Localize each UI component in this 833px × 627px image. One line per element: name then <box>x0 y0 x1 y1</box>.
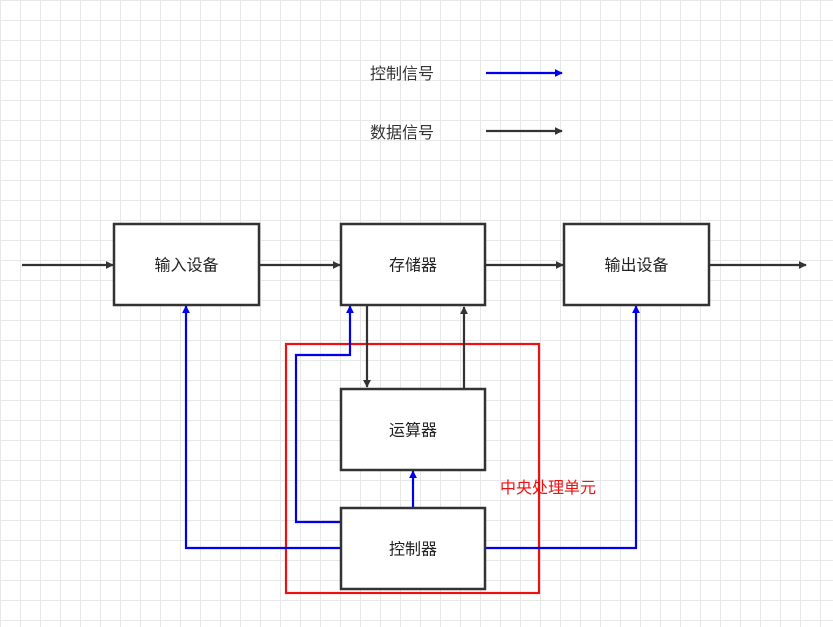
controller-to-memory-arrow <box>294 305 354 524</box>
memory-box: 存储器 <box>339 222 487 307</box>
output-device-label: 输出设备 <box>604 256 668 275</box>
controller-to-input-arrow <box>182 305 341 550</box>
control-flow-arrows <box>182 305 640 550</box>
controller-box: 控制器 <box>339 506 487 591</box>
output-device-box: 输出设备 <box>562 222 711 307</box>
input-device-label: 输入设备 <box>154 256 218 275</box>
cpu-label: 中央处理单元 <box>500 478 596 497</box>
data-flow-arrows <box>22 261 807 388</box>
legend-control-label: 控制信号 <box>370 64 434 83</box>
alu-label: 运算器 <box>389 421 437 440</box>
controller-to-output-arrow <box>486 305 640 550</box>
controller-label: 控制器 <box>389 540 437 559</box>
cpu-boundary <box>284 342 541 595</box>
memory-label: 存储器 <box>389 256 437 275</box>
input-device-box: 输入设备 <box>112 222 261 307</box>
legend-data-label: 数据信号 <box>370 123 434 142</box>
legend: 控制信号 数据信号 <box>370 64 563 142</box>
alu-box: 运算器 <box>339 387 487 472</box>
